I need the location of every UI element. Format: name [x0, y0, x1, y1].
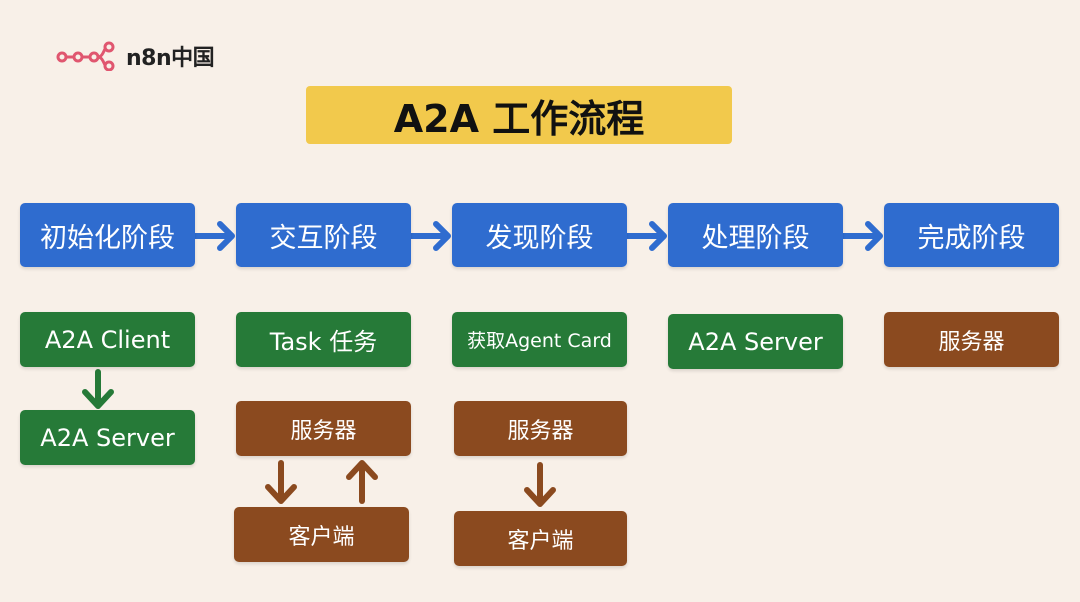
client-box: 客户端: [234, 507, 409, 562]
n8n-logo: n8n中国: [56, 38, 215, 74]
a2a-server-box: A2A Server: [668, 314, 843, 369]
fetch-agent-card-box: 获取Agent Card: [452, 312, 627, 367]
server-box: 服务器: [236, 401, 411, 456]
arrow-down-icon: [82, 369, 114, 409]
stage-discovery: 发现阶段: [452, 203, 627, 267]
server-box: 服务器: [884, 312, 1059, 367]
a2a-client-box: A2A Client: [20, 312, 195, 367]
stage-init: 初始化阶段: [20, 203, 195, 267]
arrow-right-icon: [624, 221, 667, 251]
n8n-logo-icon: [56, 41, 115, 71]
server-box: 服务器: [454, 401, 627, 456]
arrow-down-icon: [265, 460, 297, 504]
logo-text: n8n中国: [126, 46, 215, 71]
arrow-up-icon: [346, 460, 378, 504]
stage-completion: 完成阶段: [884, 203, 1059, 267]
arrow-down-icon: [524, 462, 556, 507]
arrow-right-icon: [408, 221, 451, 251]
arrow-right-icon: [840, 221, 883, 251]
stage-processing: 处理阶段: [668, 203, 843, 267]
task-box: Task 任务: [236, 312, 411, 367]
stage-interaction: 交互阶段: [236, 203, 411, 267]
a2a-server-box: A2A Server: [20, 410, 195, 465]
client-box: 客户端: [454, 511, 627, 566]
arrow-right-icon: [192, 221, 235, 251]
page-title: A2A 工作流程: [306, 86, 732, 144]
